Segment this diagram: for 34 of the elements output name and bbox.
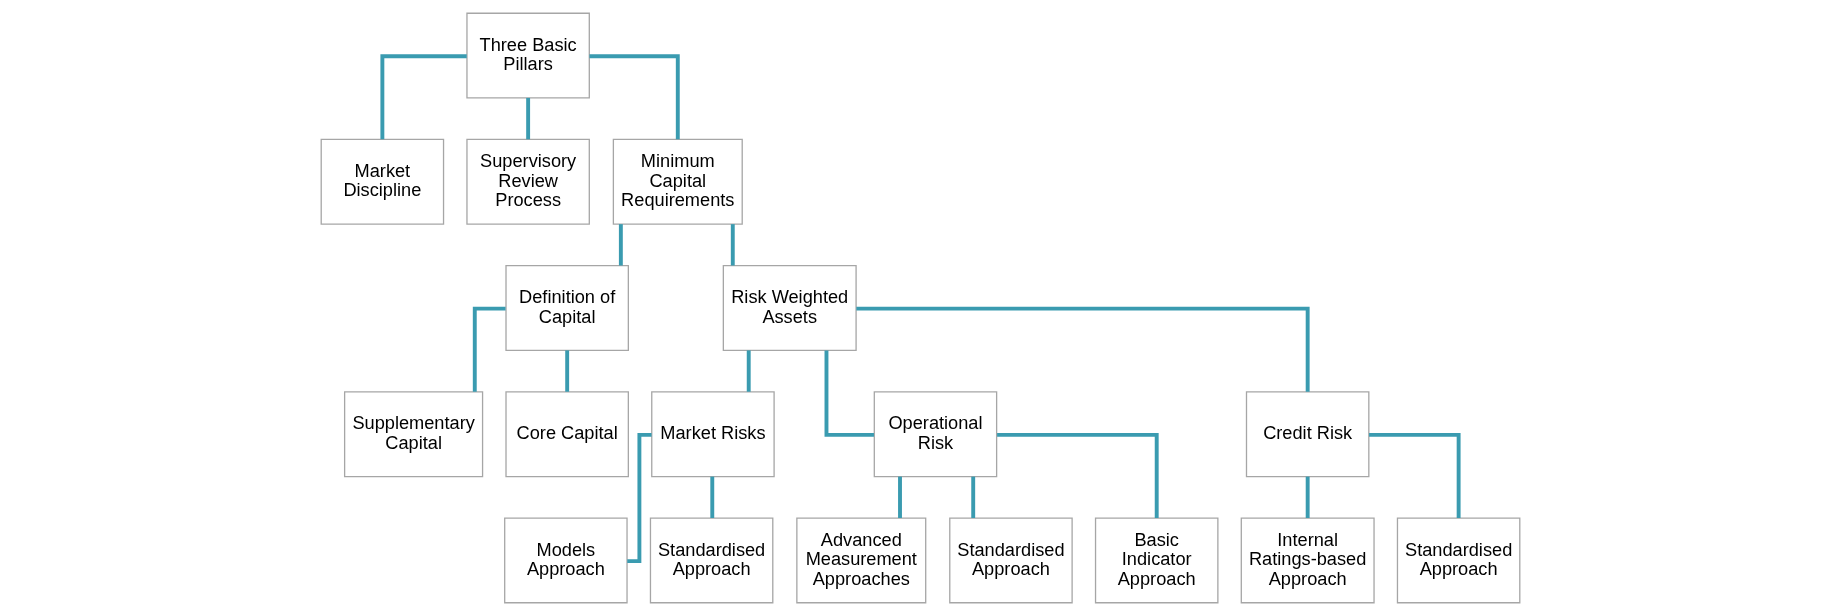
node-box: Operational Risk [873, 391, 998, 478]
connector [997, 432, 1159, 518]
connector [627, 432, 652, 564]
connector [589, 54, 680, 140]
node-box: Basic Indicator Approach [1094, 517, 1219, 604]
connector [730, 224, 735, 266]
node-box: Risk Weighted Assets [722, 265, 857, 351]
connector [1369, 432, 1461, 518]
node-box: Standardised Approach [1396, 517, 1521, 604]
node-box: Models Approach [504, 517, 628, 604]
connector [526, 97, 531, 140]
node-box: Standardised Approach [649, 517, 774, 604]
node-box: Supervisory Review Process [466, 138, 590, 225]
node-box: Market Discipline [320, 138, 445, 225]
node-box: Supplementary Capital [344, 391, 484, 478]
connector [898, 476, 902, 518]
connector [1305, 476, 1310, 518]
connector [565, 350, 570, 392]
node-box: Market Risks [651, 391, 775, 478]
node-box: Internal Ratings-based Approach [1240, 517, 1375, 604]
node-box: Minimum Capital Requirements [612, 138, 743, 225]
connector [380, 54, 467, 140]
connector [746, 350, 751, 392]
node-box: Three Basic Pillars [466, 12, 590, 99]
node-box: Advanced Measurement Approaches [796, 517, 927, 604]
connector [824, 350, 874, 437]
connector [971, 476, 976, 518]
connector [856, 306, 1310, 392]
connector [710, 476, 715, 518]
node-box: Credit Risk [1245, 391, 1370, 478]
node-box: Definition of Capital [505, 265, 629, 351]
node-box: Core Capital [505, 391, 629, 478]
connector [618, 224, 623, 266]
node-box: Standardised Approach [949, 517, 1073, 604]
